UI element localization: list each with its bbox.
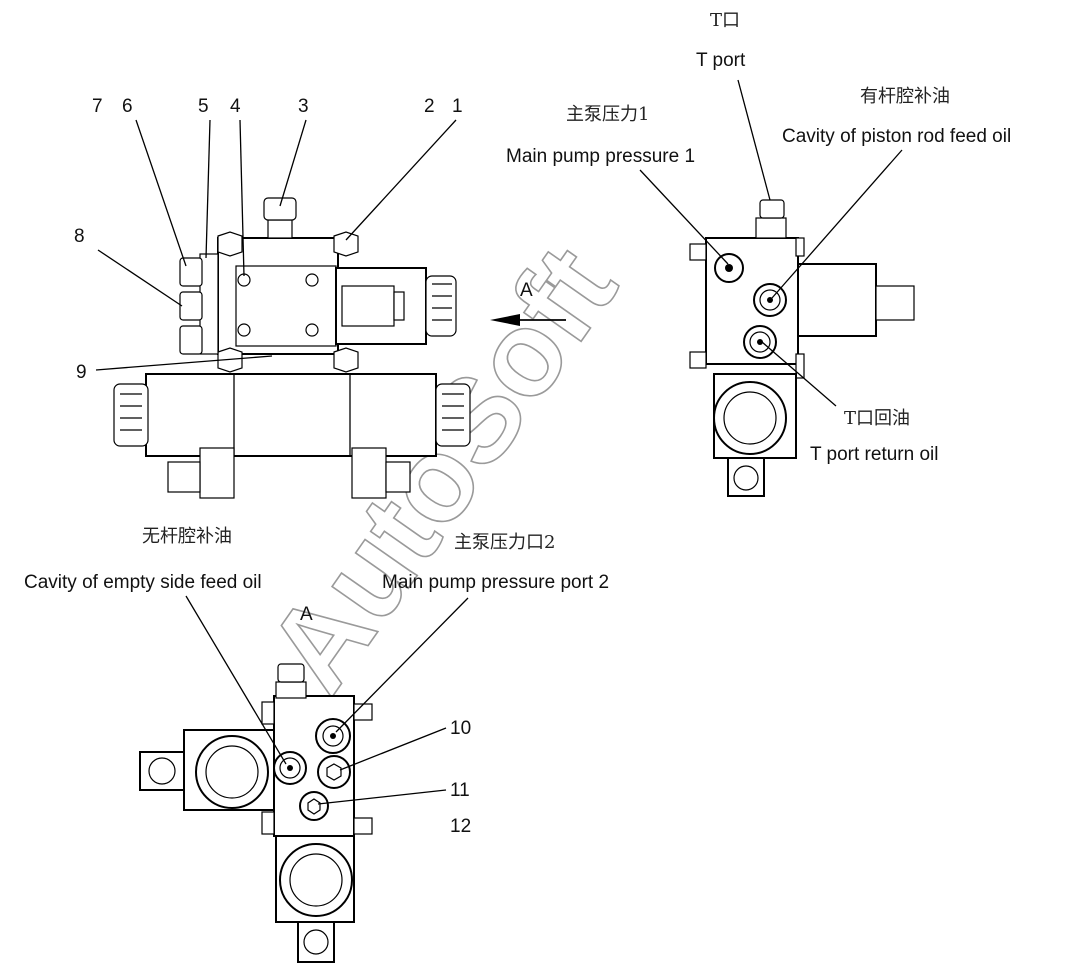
t-port-en: T port [696, 50, 746, 71]
callout-1: 1 [452, 96, 463, 117]
solenoid-connector [341, 285, 395, 327]
plug-7 [179, 257, 203, 287]
screw-icon [305, 273, 319, 287]
view-a-top-fitting [275, 681, 307, 699]
side-stub [353, 817, 373, 835]
leader-lines-view-a [185, 595, 469, 805]
callout-2: 2 [424, 96, 435, 117]
callout-7: 7 [92, 96, 103, 117]
hex-bolt [217, 347, 243, 373]
front-solenoid [797, 263, 877, 337]
side-stub [795, 353, 805, 379]
valve-side-view [113, 197, 471, 499]
main-pump-1-en: Main pump pressure 1 [506, 146, 695, 167]
coil-nut-right [435, 383, 471, 447]
hex-bolt [217, 231, 243, 257]
mounting-plate [235, 265, 337, 347]
callout-8: 8 [74, 226, 85, 247]
view-label: A [300, 604, 313, 625]
bottom-plug-right [385, 461, 411, 493]
callout-6: 6 [122, 96, 133, 117]
view-a-top-cap [277, 663, 305, 683]
solenoid-nut [425, 275, 457, 337]
hex-bolt [333, 347, 359, 373]
bottom-connector-right [351, 447, 387, 499]
plug-flange [199, 253, 219, 355]
callout-4: 4 [230, 96, 241, 117]
callout-12: 12 [450, 816, 471, 837]
coil-nut-left [113, 383, 149, 447]
empty-feed-en: Cavity of empty side feed oil [24, 572, 262, 593]
callout-9: 9 [76, 362, 87, 383]
valve-front-view [689, 199, 915, 497]
side-stub [689, 243, 707, 261]
side-stub [261, 701, 275, 725]
main-pump-1-cn: 主泵压力1 [566, 104, 649, 125]
rod-feed-en: Cavity of piston rod feed oil [782, 126, 1011, 147]
side-stub [689, 351, 707, 369]
side-stub [795, 237, 805, 257]
side-stub [353, 703, 373, 721]
view-direction-arrow [490, 314, 566, 326]
arrow-label: A [520, 280, 533, 301]
connector-pins [393, 291, 405, 321]
leader-lines-side-view [95, 119, 457, 371]
leader-lines-front-view [639, 79, 903, 407]
callout-11: 11 [450, 780, 470, 801]
bottom-connector-left [199, 447, 235, 499]
t-return-en: T port return oil [810, 444, 938, 465]
rod-feed-cn: 有杆腔补油 [860, 86, 950, 107]
callout-3: 3 [298, 96, 309, 117]
bottom-plug-left [167, 461, 201, 493]
valve-view-a [139, 663, 373, 963]
callout-5: 5 [198, 96, 209, 117]
main-valve-body [145, 373, 437, 457]
t-port-cn: T口 [710, 10, 740, 31]
hex-bolt [333, 231, 359, 257]
plug-9 [179, 325, 203, 355]
main-pump-2-cn: 主泵压力口2 [454, 532, 555, 553]
t-port-cap [759, 199, 785, 219]
empty-feed-cn: 无杆腔补油 [142, 526, 232, 547]
t-port-fitting [755, 217, 787, 239]
plug-8 [179, 291, 203, 321]
front-solenoid-tip [875, 285, 915, 321]
side-stub [261, 811, 275, 835]
top-fitting-cap [263, 197, 297, 221]
callout-10: 10 [450, 718, 471, 739]
top-fitting [267, 219, 293, 239]
main-pump-2-en: Main pump pressure port 2 [382, 572, 609, 593]
t-return-cn: T口回油 [844, 408, 910, 429]
screw-icon [237, 323, 251, 337]
screw-icon [305, 323, 319, 337]
